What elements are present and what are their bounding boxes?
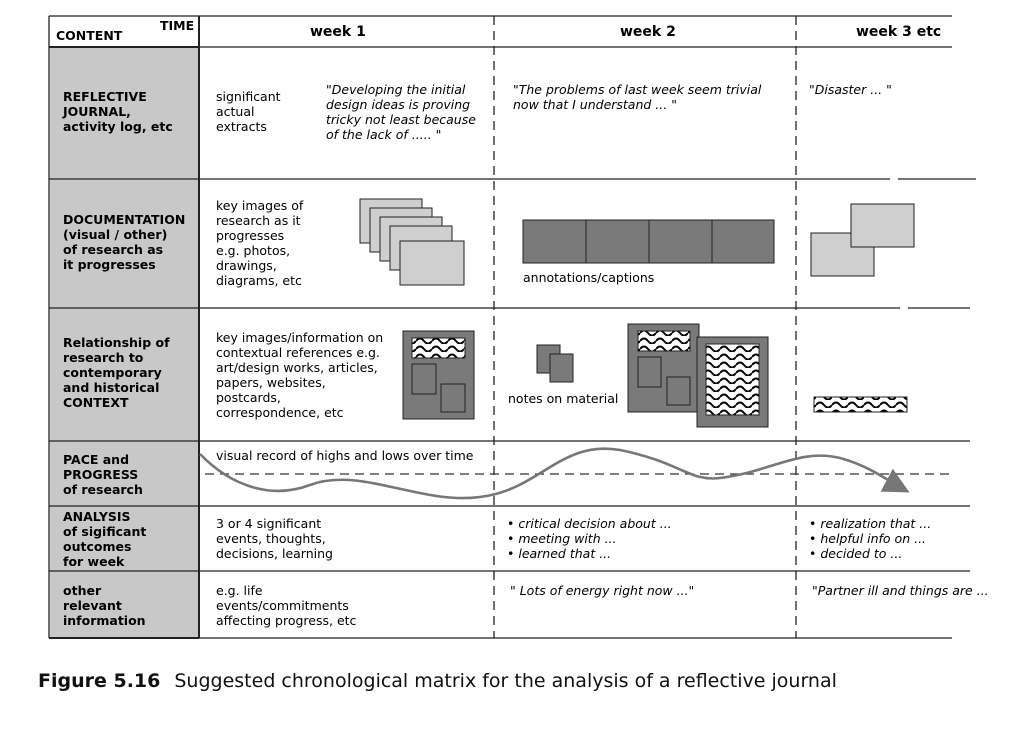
journal-label: REFLECTIVE JOURNAL, activity log, etc	[62, 89, 173, 134]
row-analysis: ANALYSIS of sigificant outcomes for week…	[63, 509, 935, 569]
row-pace: PACE and PROGRESS of research visual rec…	[63, 447, 952, 500]
week3-strip-illustration	[813, 396, 908, 413]
other-week2-quote: " Lots of energy right now ..."	[510, 583, 694, 598]
figure-caption: Figure 5.16 Suggested chronological matri…	[38, 670, 837, 692]
pace-note: visual record of highs and lows over tim…	[216, 448, 474, 463]
documentation-label: DOCUMENTATION (visual / other) of resear…	[63, 212, 190, 272]
analysis-week2-items: • critical decision about ... • meeting …	[507, 516, 676, 561]
documentation-week2-caption: annotations/captions	[523, 270, 654, 285]
row-journal: REFLECTIVE JOURNAL, activity log, etc si…	[62, 82, 892, 142]
figure-number: Figure 5.16	[38, 670, 161, 692]
other-week3-quote: "Partner ill and things are ...	[812, 583, 989, 598]
other-week1-note: e.g. life events/commitments affecting p…	[216, 583, 357, 628]
row-other: other relevant information e.g. life eve…	[63, 583, 989, 628]
journal-week1-quote: "Developing the initial design ideas is …	[326, 82, 480, 142]
context-week1-note: key images/information on contextual ref…	[216, 330, 387, 420]
stacked-images-illustration	[359, 198, 465, 286]
week3-header: week 3 etc	[856, 24, 941, 40]
image-strip-illustration	[522, 219, 775, 264]
journal-week1-note: significant actual extracts	[216, 89, 285, 134]
pace-label: PACE and PROGRESS of research	[63, 452, 143, 497]
analysis-week1-note: 3 or 4 significant events, thoughts, dec…	[216, 516, 333, 561]
row-documentation: DOCUMENTATION (visual / other) of resear…	[63, 198, 915, 288]
week2-header: week 2	[620, 24, 676, 40]
journal-week3-quote: "Disaster ... "	[809, 82, 892, 97]
label-column	[50, 47, 199, 638]
context-label: Relationship of research to contemporary…	[63, 335, 174, 410]
week3-images-illustration	[810, 203, 915, 277]
row-context: Relationship of research to contemporary…	[63, 323, 908, 428]
journal-week2-quote: "The problems of last week seem trivial …	[513, 82, 765, 112]
figure-caption-text: Suggested chronological matrix for the a…	[174, 670, 837, 692]
context-page-illustration	[402, 330, 475, 420]
week1-header: week 1	[310, 24, 366, 40]
context-week2-pages-illustration	[627, 323, 769, 428]
time-header: TIME	[160, 18, 194, 33]
grid-lines	[48, 15, 976, 639]
content-header: CONTENT	[56, 28, 123, 43]
pace-progress-curve	[199, 447, 910, 500]
analysis-week3-items: • realization that ... • helpful info on…	[809, 516, 935, 561]
context-week2-caption: notes on material	[508, 391, 618, 406]
other-label: other relevant information	[63, 583, 146, 628]
analysis-label: ANALYSIS of sigificant outcomes for week	[63, 509, 151, 569]
documentation-week1-note: key images of research as it progresses …	[216, 198, 307, 288]
small-notes-illustration	[536, 344, 574, 383]
